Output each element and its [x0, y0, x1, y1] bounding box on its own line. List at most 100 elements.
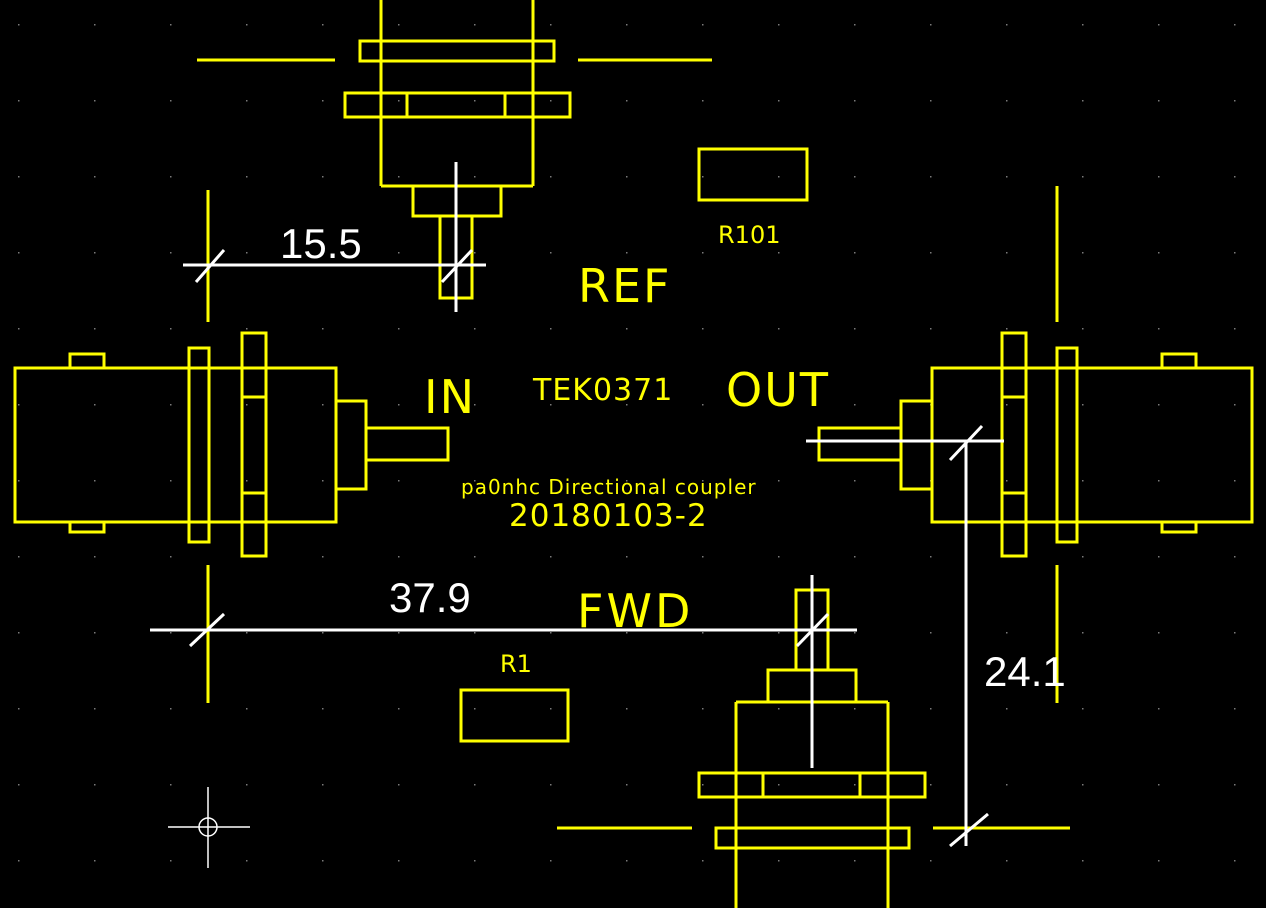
board-revision: 20180103-2	[509, 498, 708, 534]
grid-dot	[94, 708, 96, 710]
grid-dot	[246, 860, 248, 862]
grid-dot	[1234, 328, 1236, 330]
connector-in	[13, 190, 450, 703]
grid-dot	[94, 328, 96, 330]
grid-dot	[246, 404, 248, 406]
grid-dot	[778, 480, 780, 482]
grid-dot	[550, 784, 552, 786]
grid-dot	[1006, 708, 1008, 710]
grid-dot	[778, 24, 780, 26]
grid-dot	[626, 556, 628, 558]
grid-dot	[170, 176, 172, 178]
grid-dot	[778, 708, 780, 710]
grid-dot	[398, 404, 400, 406]
grid-dot	[1234, 176, 1236, 178]
grid-dot	[778, 404, 780, 406]
grid-dot	[94, 404, 96, 406]
grid-dot	[702, 784, 704, 786]
grid-dot	[550, 632, 552, 634]
resistor-r101	[697, 147, 809, 202]
grid-dot	[1082, 784, 1084, 786]
grid-dot	[550, 176, 552, 178]
grid-dot	[1082, 708, 1084, 710]
grid-dot	[550, 404, 552, 406]
grid-dot	[398, 252, 400, 254]
grid-dot	[398, 100, 400, 102]
grid-dot	[170, 24, 172, 26]
grid-dot	[626, 784, 628, 786]
grid-dot	[474, 556, 476, 558]
grid-dot	[778, 328, 780, 330]
grid-dot	[18, 328, 20, 330]
grid-dot	[18, 556, 20, 558]
grid-dot	[854, 860, 856, 862]
grid-dot	[626, 252, 628, 254]
grid-dot	[246, 480, 248, 482]
grid-dot	[550, 24, 552, 26]
grid-dot	[474, 100, 476, 102]
grid-dot	[1158, 480, 1160, 482]
grid-dot	[702, 176, 704, 178]
grid-dot	[550, 556, 552, 558]
grid-dot	[94, 252, 96, 254]
label-fwd: FWD	[577, 584, 693, 638]
grid-dot	[322, 176, 324, 178]
grid-dot	[1158, 860, 1160, 862]
grid-dot	[1082, 860, 1084, 862]
crosshair-cursor-icon	[168, 787, 250, 868]
grid-dot	[930, 708, 932, 710]
grid-dot	[1158, 24, 1160, 26]
grid-dot	[1006, 328, 1008, 330]
grid-dot	[854, 252, 856, 254]
grid-dot	[1006, 252, 1008, 254]
grid-dot	[18, 632, 20, 634]
grid-dot	[170, 100, 172, 102]
grid-dot	[1082, 328, 1084, 330]
grid-dot	[170, 860, 172, 862]
grid-dot	[778, 784, 780, 786]
grid-dot	[246, 252, 248, 254]
grid-dot	[1158, 708, 1160, 710]
grid-dot	[626, 176, 628, 178]
grid-dot	[1082, 556, 1084, 558]
grid-dot	[398, 480, 400, 482]
grid-dot	[474, 24, 476, 26]
grid-dot	[702, 480, 704, 482]
grid-dot	[930, 556, 932, 558]
dimension-ref	[183, 162, 486, 312]
grid-dot	[170, 328, 172, 330]
grid-dot	[322, 784, 324, 786]
grid-dot	[18, 708, 20, 710]
grid-dot	[930, 632, 932, 634]
grid-dot	[474, 632, 476, 634]
grid-dot	[18, 860, 20, 862]
dimension-in-fwd	[150, 575, 857, 768]
grid-dot	[854, 24, 856, 26]
grid-dot	[1082, 176, 1084, 178]
grid-dot	[322, 24, 324, 26]
grid-dot	[18, 100, 20, 102]
grid-dot	[626, 480, 628, 482]
grid-dot	[930, 328, 932, 330]
grid-dot	[474, 708, 476, 710]
grid-dot	[398, 24, 400, 26]
label-in: IN	[424, 370, 476, 424]
grid-dot	[322, 556, 324, 558]
grid-dot	[398, 632, 400, 634]
grid-dot	[322, 860, 324, 862]
grid-dot	[550, 328, 552, 330]
grid-dot	[170, 708, 172, 710]
grid-dot	[94, 100, 96, 102]
grid-dot	[702, 24, 704, 26]
grid-dot	[778, 100, 780, 102]
grid-dot	[1082, 632, 1084, 634]
grid-dot	[246, 708, 248, 710]
grid-dot	[474, 404, 476, 406]
grid-dot	[626, 24, 628, 26]
grid-dot	[18, 784, 20, 786]
grid-dot	[246, 784, 248, 786]
grid-dot	[474, 328, 476, 330]
grid-dot	[550, 708, 552, 710]
grid-dot	[778, 860, 780, 862]
